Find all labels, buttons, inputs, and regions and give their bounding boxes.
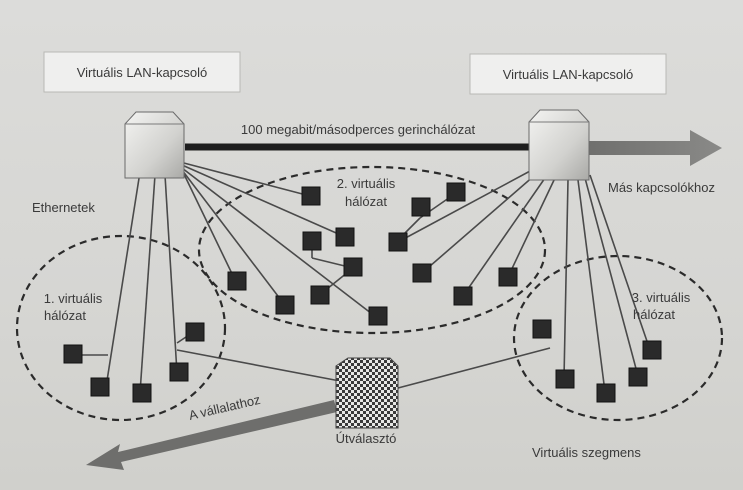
vlan1-label-line2: hálózat (44, 308, 86, 323)
vlan2-node (498, 267, 518, 287)
backbone-label: 100 megabit/másodperces gerinchálózat (241, 122, 476, 137)
vlan2-label-line1: 2. virtuális (337, 176, 396, 191)
switch-left-label-box: Virtuális LAN-kapcsoló (43, 51, 241, 93)
vlan2-node (343, 257, 363, 277)
vlan3-label-line1: 3. virtuális (632, 290, 691, 305)
vlan2-node (368, 306, 388, 326)
vlan2-node (446, 182, 466, 202)
enterprise-label: A vállalathoz (187, 392, 262, 423)
vlan2-node (227, 271, 247, 291)
vlan1-node (132, 383, 152, 403)
vlan3-node (532, 319, 552, 339)
vlan3-ellipse (512, 254, 724, 422)
other-switches-label: Más kapcsolókhoz (608, 180, 715, 195)
vlan3-node (642, 340, 662, 360)
router-label: Útválasztó (336, 431, 397, 446)
left-switch (124, 111, 185, 179)
vlan2-label-line2: hálózat (345, 194, 387, 209)
enterprise-arrow (86, 400, 337, 470)
vlan2-ellipse (197, 165, 547, 335)
ethernets-label: Ethernetek (32, 200, 95, 215)
vlan2-node (310, 285, 330, 305)
vlan1-label-line1: 1. virtuális (44, 291, 103, 306)
vlan3-label-line2: hálózat (633, 307, 675, 322)
vlan3-node (555, 369, 575, 389)
switch-left-label: Virtuális LAN-kapcsoló (77, 65, 208, 80)
vlan2-node (453, 286, 473, 306)
vlan2-node (301, 186, 321, 206)
vlan3-node (596, 383, 616, 403)
right-switch-wires (397, 169, 651, 393)
switch-right-label: Virtuális LAN-kapcsoló (503, 67, 634, 82)
vlan2-node (388, 232, 408, 252)
router: Útválasztó (335, 357, 399, 446)
vlan3-node (628, 367, 648, 387)
left-switch-wires (105, 161, 377, 394)
vlan2-node (411, 197, 431, 217)
vlan1-node (169, 362, 189, 382)
vlan2-node (302, 231, 322, 251)
right-switch (528, 109, 590, 181)
vlan1-node (90, 377, 110, 397)
router-wires (176, 347, 551, 389)
vlan1-node (185, 322, 205, 342)
switch-right-label-box: Virtuális LAN-kapcsoló (469, 53, 667, 95)
vlan1-nodes: 1. virtuális hálózat (44, 291, 205, 403)
vlan1-node (63, 344, 83, 364)
vlan3-nodes: 3. virtuális hálózat (532, 290, 691, 403)
vlan2-node (335, 227, 355, 247)
vlan2-node (412, 263, 432, 283)
other-switches-arrow (588, 130, 722, 166)
vlan2-nodes: 2. virtuális hálózat (227, 176, 518, 326)
vlan2-node (275, 295, 295, 315)
vlan1-ellipse (15, 234, 227, 422)
segment-label: Virtuális szegmens (532, 445, 641, 460)
